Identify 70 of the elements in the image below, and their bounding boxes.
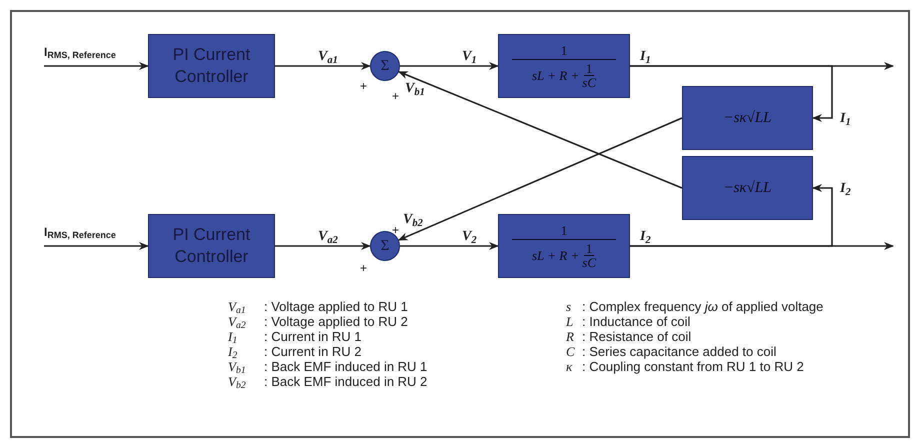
symbol-label: I$_{2}$	[228, 345, 238, 359]
edge-label: I$_{1}$	[840, 111, 851, 126]
fraction-numerator: 1	[584, 242, 594, 256]
sign-label: +	[360, 79, 368, 93]
arrow	[630, 65, 833, 122]
definition-text: : Voltage applied to RU 2	[264, 315, 409, 329]
symbol-label: V$_{a2}$	[228, 315, 247, 329]
arrow	[275, 242, 371, 250]
definition-text: : Coupling constant from RU 1 to RU 2	[582, 360, 805, 374]
fraction-denominator: sL + R +	[532, 248, 580, 262]
edge-label: V$_{2}$	[462, 229, 477, 244]
symbol-label: V$_{b1}$	[228, 360, 247, 374]
symbol-label: s	[566, 300, 572, 314]
edge-label: I$_{2}$	[640, 229, 651, 244]
sign-label: +	[360, 261, 368, 275]
arrow	[44, 62, 149, 70]
block	[682, 156, 813, 220]
arrow	[400, 62, 499, 70]
arrow	[400, 242, 499, 250]
block	[498, 214, 630, 278]
definition-text: : Current in RU 1	[264, 330, 363, 344]
fraction-numerator: 1	[512, 44, 616, 60]
definition-text: : Voltage applied to RU 1	[264, 300, 409, 314]
coupling-gain: −sκ√LL	[723, 108, 772, 128]
block	[498, 34, 630, 98]
edge-label: V$_{a2}$	[318, 229, 338, 244]
symbol-label: V$_{b2}$	[228, 375, 247, 389]
definition-text: : Back EMF induced in RU 2	[264, 375, 428, 389]
arrow	[398, 70, 683, 189]
definition-text: : Series capacitance added to coil	[582, 345, 778, 359]
fraction-denominator: sC	[582, 76, 596, 88]
edge-label: I$_{1}$	[640, 49, 651, 64]
summing-junction	[370, 231, 400, 261]
definition-text: : Current in RU 2	[264, 345, 363, 359]
block-label: PI Current Controller	[172, 44, 252, 88]
block	[682, 86, 813, 150]
coupling-gain: −sκ√LL	[723, 178, 772, 198]
symbol-label: κ	[566, 360, 574, 374]
block	[148, 214, 275, 278]
fraction-numerator: 1	[512, 224, 616, 240]
definition-text: : Resistance of coil	[582, 330, 692, 344]
edge-label: V$_{b2}$	[403, 212, 423, 227]
arrow	[275, 62, 371, 70]
symbol-label: C	[566, 345, 576, 359]
fraction-denominator: sC	[582, 256, 596, 268]
fraction-numerator: 1	[584, 62, 594, 76]
definition-text: : Back EMF induced in RU 1	[264, 360, 428, 374]
summing-junction	[370, 51, 400, 81]
edge-label: I$_{2}$	[840, 181, 851, 196]
edge-label: I$_{RMS, Reference}$	[44, 45, 116, 59]
edge-label: I$_{RMS, Reference}$	[44, 225, 116, 239]
arrow	[44, 242, 149, 250]
sum-symbol: Σ	[380, 56, 390, 76]
definition-text: : Complex frequency jω of applied voltage	[582, 300, 824, 314]
definition-text: : Inductance of coil	[582, 315, 692, 329]
edge-label: V$_{1}$	[462, 49, 477, 64]
fraction-denominator: sL + R +	[532, 68, 580, 82]
block	[148, 34, 275, 98]
arrow	[630, 184, 833, 247]
sign-label: +	[392, 223, 400, 237]
arrow	[398, 117, 683, 241]
edge-label: V$_{a1}$	[318, 49, 338, 64]
sign-label: +	[392, 89, 400, 103]
symbol-label: L	[566, 315, 574, 329]
sum-symbol: Σ	[380, 236, 390, 256]
symbol-label: V$_{a1}$	[228, 300, 247, 314]
symbol-label: R	[566, 330, 575, 344]
symbol-label: I$_{1}$	[228, 330, 238, 344]
edge-label: V$_{b1}$	[405, 81, 425, 96]
block-label: PI Current Controller	[172, 224, 252, 268]
